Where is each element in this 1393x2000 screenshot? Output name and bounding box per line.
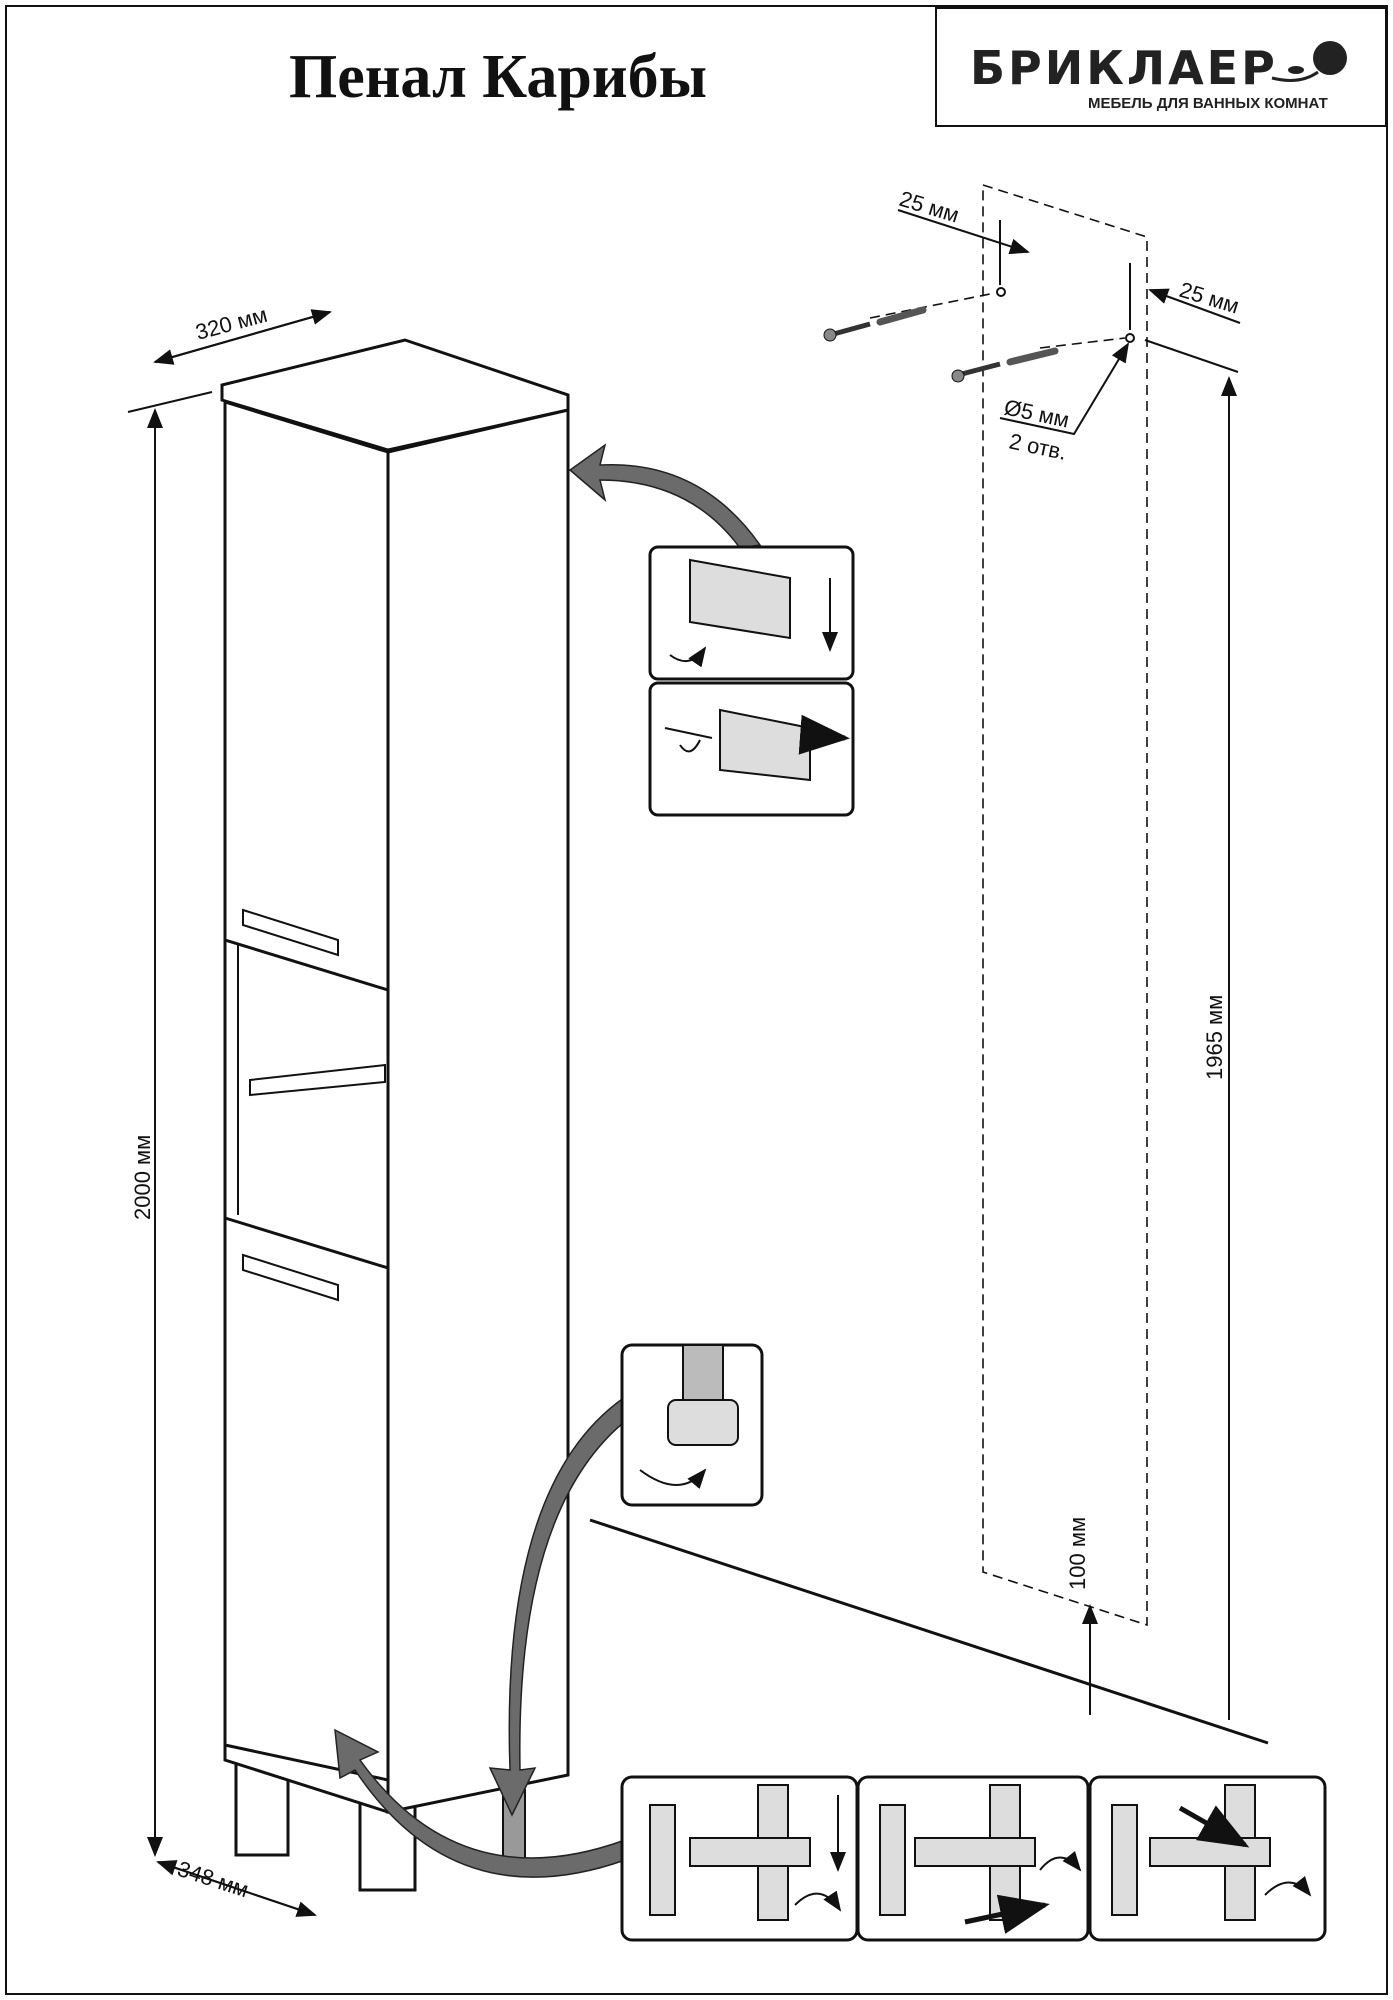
curved-arrow-icon [334, 1728, 626, 1878]
handle [242, 908, 339, 957]
cabinet-drawing: 320 мм 2000 мм 348 мм [127, 302, 570, 1917]
door-adjust-inset-horizontal [648, 681, 855, 817]
hinge-adjust-inset-1 [620, 1775, 859, 1942]
floor-line [589, 1518, 1269, 1745]
screw-icon [823, 321, 871, 342]
screw-icon [951, 361, 1001, 383]
lower-door [223, 1215, 390, 1782]
brand-logo: БРИКЛАЕР МЕБЕЛЬ ДЛЯ ВАННЫХ КОМНАТ [935, 7, 1387, 127]
mount-height-label: 1965 мм [1202, 995, 1227, 1080]
cabinet-side [386, 408, 570, 1814]
open-shelf [237, 945, 386, 1215]
page-title: Пенал Карибы [289, 43, 707, 111]
bottom-gap-label: 100 мм [1065, 1517, 1090, 1590]
handle [242, 1253, 339, 1302]
cabinet-top [220, 338, 570, 452]
dowel-icon [1006, 347, 1059, 366]
logo-tagline: МЕБЕЛЬ ДЛЯ ВАННЫХ КОМНАТ [1088, 95, 1328, 112]
depth-label: 320 мм [193, 302, 270, 345]
upper-door [223, 399, 390, 993]
wall-mount-area: 25 мм 25 мм Ø5 мм 2 отв. 1965 мм 100 мм [823, 183, 1242, 1720]
page-border [5, 5, 1388, 1995]
curved-arrow-icon [568, 443, 762, 549]
leg-adjust-inset [620, 1343, 764, 1507]
height-label: 2000 мм [130, 1135, 155, 1220]
hole-count-label: 2 отв. [1007, 428, 1069, 465]
rose-icon [1271, 41, 1347, 82]
door-adjust-inset-vertical [648, 545, 855, 681]
hinge-adjust-inset-2 [856, 1775, 1090, 1942]
hole-offset-left-label: 25 мм [897, 186, 962, 228]
dowel-icon [876, 306, 927, 326]
logo-name: БРИКЛАЕР [970, 41, 1278, 95]
hinge-adjust-inset-3 [1088, 1775, 1327, 1942]
width-label: 348 мм [174, 1856, 251, 1902]
curved-arrow-icon [488, 1393, 642, 1817]
